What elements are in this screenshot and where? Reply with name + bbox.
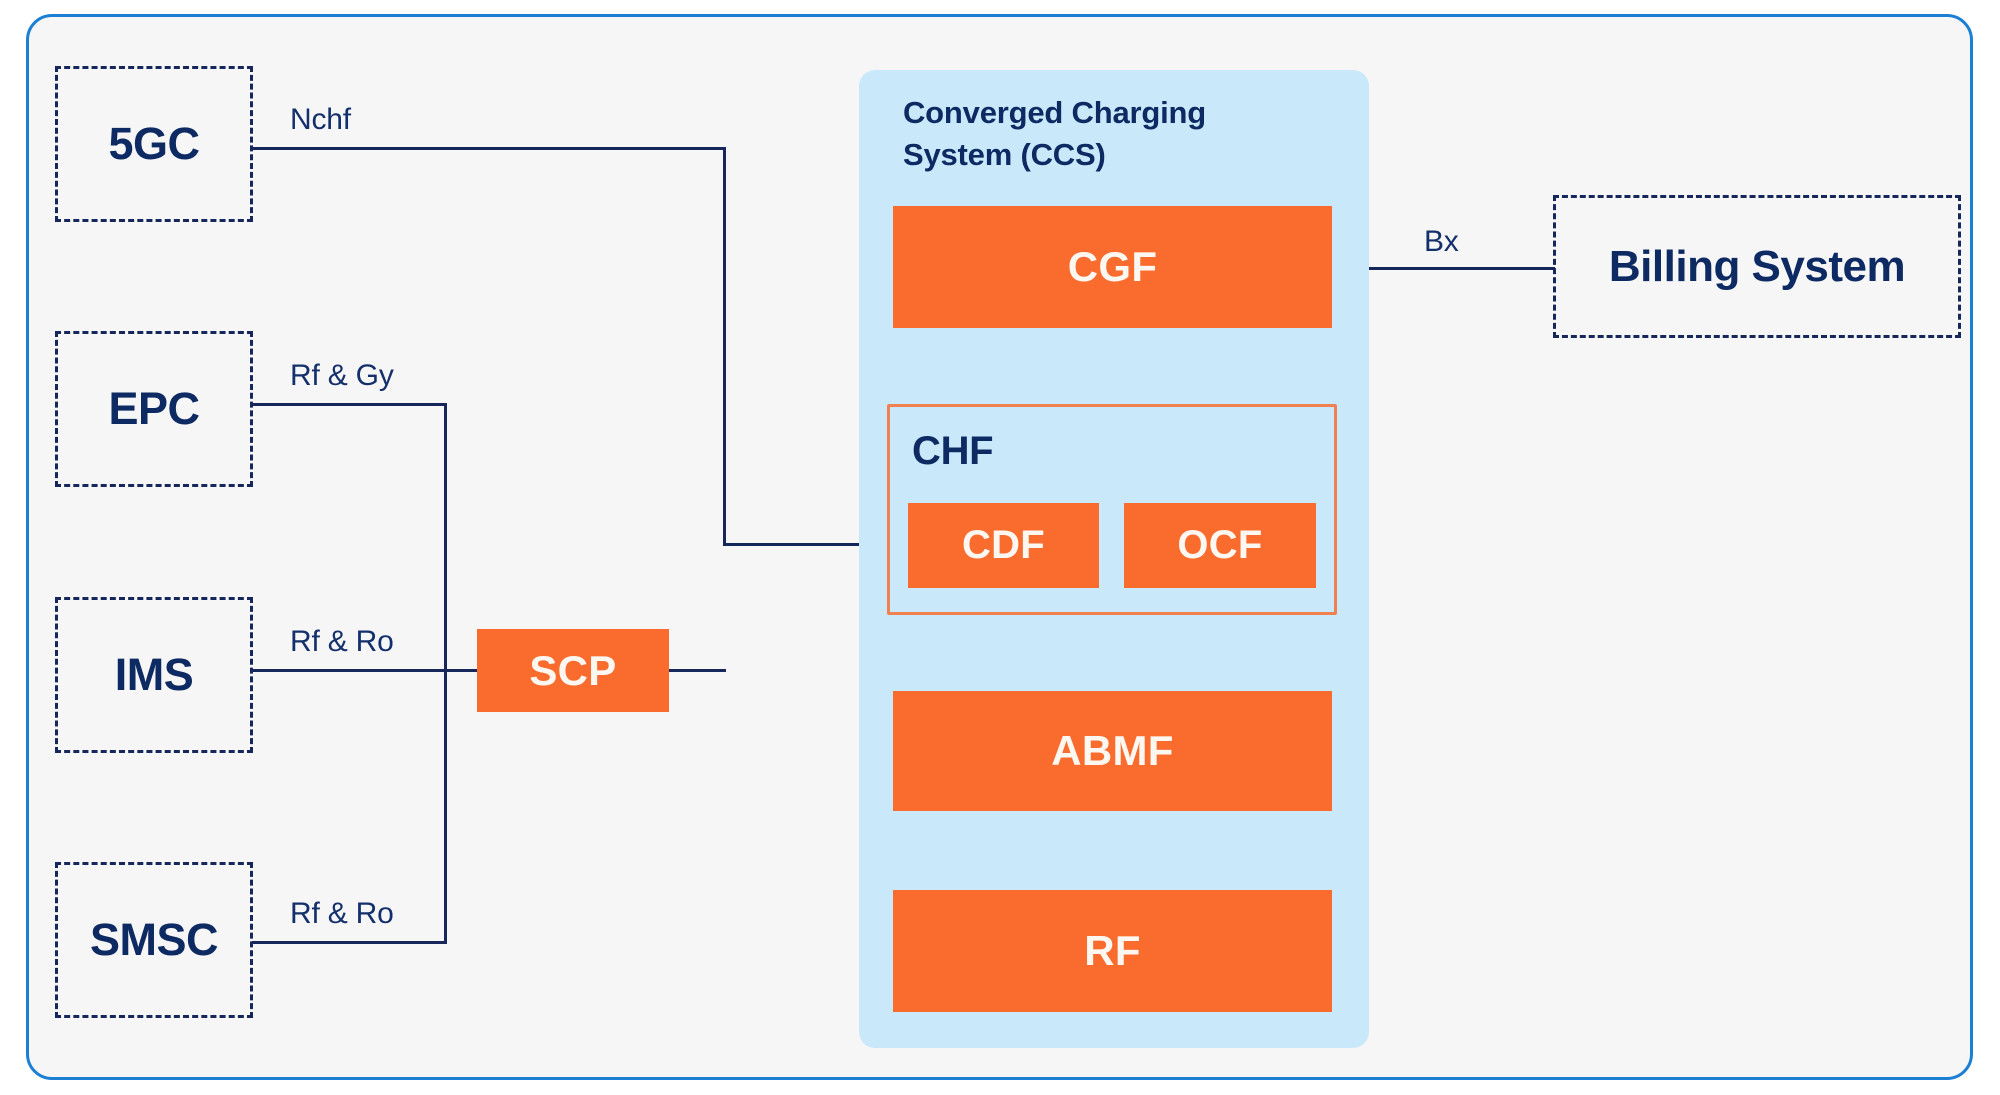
cgf-block-label: CGF [1067, 243, 1158, 290]
rf-block[interactable]: RF [893, 890, 1332, 1012]
connector-bx [1331, 267, 1555, 270]
interface-label-nchf: Nchf [290, 103, 351, 136]
interface-label-rf-ro-ims: Rf & Ro [290, 625, 394, 658]
network-domain-5gc-label: 5GC [108, 118, 200, 169]
abmf-block-label: ABMF [1051, 727, 1174, 774]
billing-system-label: Billing System [1608, 241, 1906, 291]
rf-block-label: RF [1084, 927, 1141, 974]
network-domain-5gc[interactable]: 5GC [55, 66, 253, 222]
interface-label-rf-gy: Rf & Gy [290, 359, 394, 392]
cgf-block[interactable]: CGF [893, 206, 1332, 328]
scp-block[interactable]: SCP [477, 629, 669, 712]
abmf-block[interactable]: ABMF [893, 691, 1332, 811]
chf-group-box[interactable]: CHF [887, 404, 1337, 615]
connector-smsc-horizontal [252, 941, 447, 944]
network-domain-smsc-label: SMSC [89, 914, 219, 965]
ccs-panel-title-line1: Converged Charging [903, 95, 1206, 130]
network-domain-ims-label: IMS [114, 649, 194, 700]
ccs-panel-title: Converged Charging System (CCS) [903, 92, 1323, 177]
connector-ims-horizontal [252, 669, 480, 672]
network-domain-smsc[interactable]: SMSC [55, 862, 253, 1018]
connector-trunk-to-chf [723, 543, 911, 546]
network-domain-epc-label: EPC [108, 383, 200, 434]
network-domain-epc[interactable]: EPC [55, 331, 253, 487]
ocf-block-label: OCF [1177, 523, 1263, 567]
cdf-block-label: CDF [961, 523, 1046, 567]
network-domain-ims[interactable]: IMS [55, 597, 253, 753]
connector-epc-horizontal [252, 403, 447, 406]
billing-system-box[interactable]: Billing System [1553, 195, 1961, 338]
interface-label-bx: Bx [1424, 225, 1459, 258]
cdf-block[interactable]: CDF [908, 503, 1099, 588]
connector-epc-vertical [444, 403, 447, 943]
connector-nchf-vertical [723, 147, 726, 543]
ocf-block[interactable]: OCF [1124, 503, 1316, 588]
scp-block-label: SCP [529, 646, 617, 694]
connector-nchf-horizontal [252, 147, 726, 150]
ccs-panel-title-line2: System (CCS) [903, 137, 1106, 173]
connector-scp-to-trunk [668, 669, 726, 672]
chf-group-label: CHF [912, 429, 994, 473]
interface-label-rf-ro-smsc: Rf & Ro [290, 897, 394, 930]
